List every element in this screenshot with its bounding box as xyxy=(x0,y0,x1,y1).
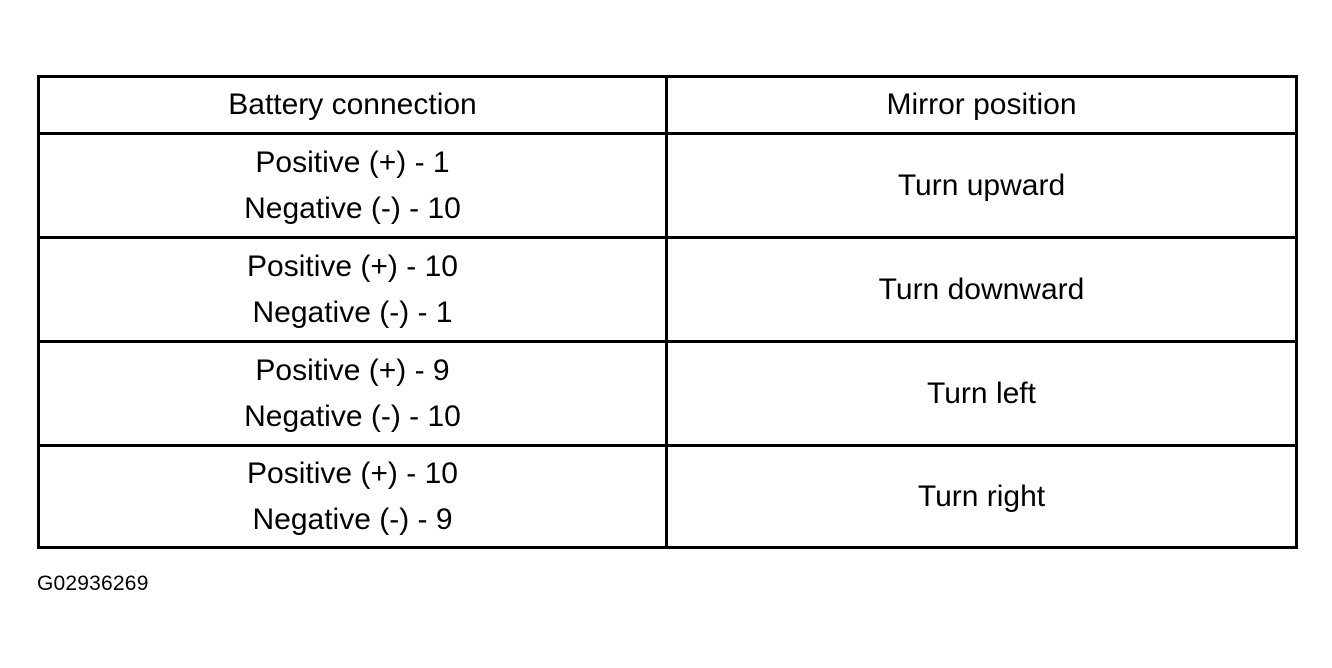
table-row: Positive (+) - 9 Negative (-) - 10 Turn … xyxy=(37,340,1298,447)
mirror-position-cell: Turn right xyxy=(665,444,1298,549)
battery-connection-cell: Positive (+) - 9 Negative (-) - 10 xyxy=(37,340,668,447)
battery-connection-cell: Positive (+) - 10 Negative (-) - 1 xyxy=(37,236,668,343)
table-row: Positive (+) - 10 Negative (-) - 1 Turn … xyxy=(37,236,1298,343)
positive-connection: Positive (+) - 9 xyxy=(255,353,450,387)
negative-connection: Negative (-) - 10 xyxy=(244,191,461,225)
figure-id: G02936269 xyxy=(37,572,149,595)
negative-connection: Negative (-) - 1 xyxy=(252,295,453,329)
positive-connection: Positive (+) - 1 xyxy=(255,145,450,179)
negative-connection: Negative (-) - 9 xyxy=(252,502,453,536)
mirror-position-cell: Turn upward xyxy=(665,132,1298,239)
battery-mirror-table: Battery connection Mirror position Posit… xyxy=(37,75,1298,549)
battery-connection-cell: Positive (+) - 1 Negative (-) - 10 xyxy=(37,132,668,239)
battery-connection-cell: Positive (+) - 10 Negative (-) - 9 xyxy=(37,444,668,549)
table-row: Positive (+) - 10 Negative (-) - 9 Turn … xyxy=(37,444,1298,549)
table-row: Positive (+) - 1 Negative (-) - 10 Turn … xyxy=(37,132,1298,239)
positive-connection: Positive (+) - 10 xyxy=(247,456,458,490)
mirror-position-cell: Turn downward xyxy=(665,236,1298,343)
header-mirror-position: Mirror position xyxy=(665,75,1298,135)
positive-connection: Positive (+) - 10 xyxy=(247,249,458,283)
negative-connection: Negative (-) - 10 xyxy=(244,399,461,433)
table-header-row: Battery connection Mirror position xyxy=(37,75,1298,135)
mirror-position-cell: Turn left xyxy=(665,340,1298,447)
header-battery-connection: Battery connection xyxy=(37,75,668,135)
